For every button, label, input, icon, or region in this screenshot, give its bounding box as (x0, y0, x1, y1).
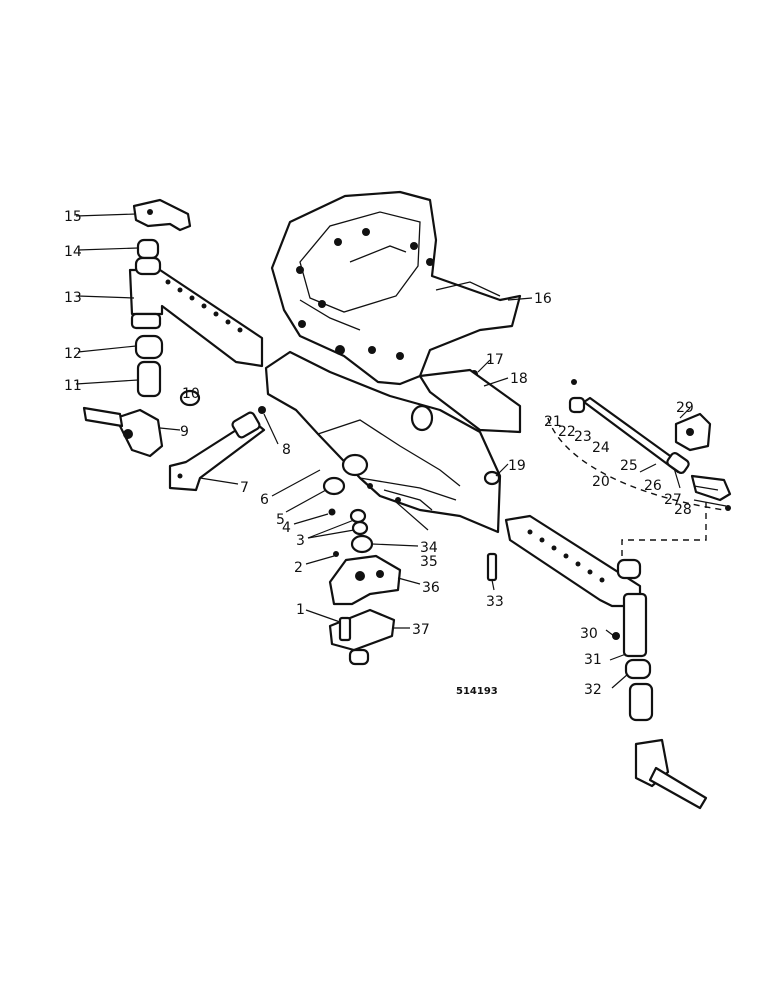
callout-14: 14 (64, 244, 82, 260)
left-seal (134, 334, 164, 360)
bolt-33 (486, 552, 498, 582)
callout-labels: 15 14 13 12 11 10 9 7 8 6 5 4 3 2 1 16 1… (64, 209, 694, 698)
shield-18 (418, 368, 522, 434)
callout-21: 21 (544, 414, 562, 430)
callout-2: 2 (294, 560, 303, 576)
callout-37: 37 (412, 622, 430, 638)
washer-3b (351, 520, 369, 536)
callout-22: 22 (558, 424, 576, 440)
leader-lines (75, 213, 727, 689)
left-axle-extension (128, 268, 264, 368)
callout-5: 5 (276, 512, 285, 528)
callout-3: 3 (296, 533, 305, 549)
callout-25: 25 (620, 458, 638, 474)
reference-code: 514193 (456, 686, 498, 697)
callout-26: 26 (644, 478, 662, 494)
bushing-5 (322, 476, 346, 496)
callout-18: 18 (510, 371, 528, 387)
right-steering-arm (674, 412, 712, 452)
callout-12: 12 (64, 346, 82, 362)
right-seal (624, 658, 652, 680)
callout-8: 8 (282, 442, 291, 458)
callout-13: 13 (64, 290, 82, 306)
callout-23: 23 (574, 429, 592, 445)
pivot-bracket (328, 554, 402, 606)
callout-17: 17 (486, 352, 504, 368)
callout-34: 34 (420, 540, 438, 556)
left-lube-fitting (179, 389, 201, 407)
nut-19 (483, 470, 501, 486)
callout-24: 24 (592, 440, 610, 456)
left-steering-arm (132, 198, 192, 232)
callout-9: 9 (180, 424, 189, 440)
axle-beam (264, 350, 502, 534)
left-spindle (82, 406, 164, 458)
callout-20: 20 (592, 474, 610, 490)
callout-1: 1 (296, 602, 305, 618)
callout-6: 6 (260, 492, 269, 508)
tie-rod-group-bracket (547, 417, 725, 511)
callout-28: 28 (674, 502, 692, 518)
callout-27: 27 (664, 492, 682, 508)
pivot-pin (168, 411, 266, 492)
right-axle-extension (504, 514, 648, 658)
callout-36: 36 (422, 580, 440, 596)
callout-15: 15 (64, 209, 82, 225)
left-kingpin (136, 360, 162, 398)
callout-11: 11 (64, 378, 82, 394)
mounting-plate (328, 608, 396, 666)
callout-30: 30 (580, 626, 598, 642)
callout-10: 10 (182, 386, 200, 402)
left-bushing (134, 256, 162, 276)
bushing-35 (350, 534, 374, 554)
right-spindle (634, 738, 708, 810)
front-frame (270, 190, 522, 386)
callout-32: 32 (584, 682, 602, 698)
callout-35: 35 (420, 554, 438, 570)
callout-4: 4 (282, 520, 291, 536)
nut-4 (328, 508, 336, 516)
left-thrust-bearing (136, 238, 160, 260)
callout-33: 33 (486, 594, 504, 610)
callout-7: 7 (240, 480, 249, 496)
callout-19: 19 (508, 458, 526, 474)
callout-16: 16 (534, 291, 552, 307)
bolt-8 (258, 406, 266, 414)
bolt-2 (333, 551, 339, 557)
callout-31: 31 (584, 652, 602, 668)
callout-29: 29 (676, 400, 694, 416)
assembly-path (621, 500, 707, 556)
right-lube-fitting (612, 632, 620, 640)
right-thrust-bearing (616, 558, 642, 580)
right-kingpin (628, 682, 654, 722)
tie-rod (568, 379, 732, 511)
